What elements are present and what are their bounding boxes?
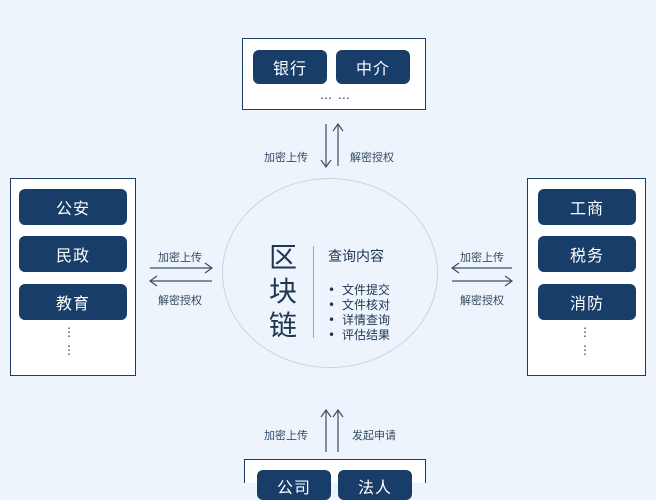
bullet-dot: •	[328, 283, 336, 297]
blockchain-char-1: 区	[269, 241, 298, 274]
query-item-detail: •详情查询	[328, 313, 391, 327]
query-item-submit: •文件提交	[328, 283, 391, 297]
blockchain-char-2: 块	[269, 275, 298, 308]
bottom-apply-label: 发起申请	[352, 429, 396, 442]
left-decrypt-label: 解密授权	[158, 294, 202, 307]
top-down-arrowhead	[320, 159, 332, 169]
left-left-arrowhead	[148, 275, 158, 287]
query-item-verify: •文件核对	[328, 298, 391, 312]
left-more-top: ⋮	[63, 325, 75, 339]
top-more-indicator: … …	[320, 88, 351, 102]
right-more-bottom: ⋮	[579, 343, 591, 357]
bullet-dot: •	[328, 298, 336, 312]
node-taxation[interactable]: 税务	[538, 236, 636, 272]
top-upload-label: 加密上传	[264, 151, 308, 164]
query-item-result: •评估结果	[328, 328, 391, 342]
query-content-title: 查询内容	[328, 249, 384, 265]
node-industry-commerce[interactable]: 工商	[538, 189, 636, 225]
bottom-up-arrowhead-2	[332, 408, 344, 418]
node-fire-protection[interactable]: 消防	[538, 284, 636, 320]
node-bank[interactable]: 银行	[253, 50, 327, 84]
bullet-dot: •	[328, 313, 336, 327]
top-decrypt-label: 解密授权	[350, 151, 394, 164]
blockchain-char-3: 链	[269, 309, 298, 342]
node-agency[interactable]: 中介	[336, 50, 410, 84]
blockchain-circle	[222, 178, 438, 368]
right-more-top: ⋮	[579, 325, 591, 339]
node-education[interactable]: 教育	[19, 284, 127, 320]
node-civil-affairs[interactable]: 民政	[19, 236, 127, 272]
node-public-security[interactable]: 公安	[19, 189, 127, 225]
right-decrypt-label: 解密授权	[460, 294, 504, 307]
bottom-up-arrowhead-1	[320, 408, 332, 418]
flow-arrows	[148, 122, 514, 452]
center-divider	[313, 246, 314, 338]
right-upload-label: 加密上传	[460, 251, 504, 264]
left-upload-label: 加密上传	[158, 251, 202, 264]
top-up-arrowhead	[332, 122, 344, 132]
left-more-bottom: ⋮	[63, 343, 75, 357]
bullet-dot: •	[328, 328, 336, 342]
bottom-upload-label: 加密上传	[264, 429, 308, 442]
right-left-arrowhead	[450, 262, 460, 274]
left-right-arrowhead	[204, 262, 214, 274]
right-right-arrowhead	[504, 275, 514, 287]
